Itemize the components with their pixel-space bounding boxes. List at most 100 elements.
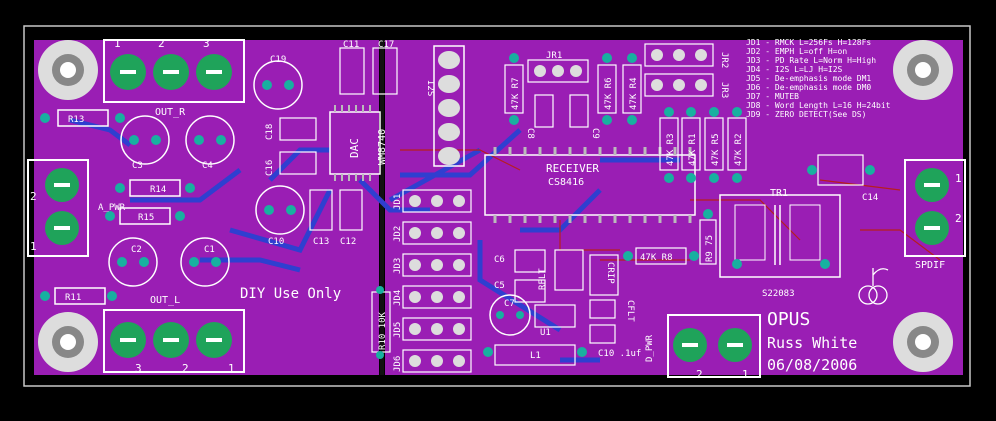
ref-c5: C5 [494,281,505,291]
ref-r7: 47K R7 [511,77,521,110]
ref-c9: C9 [590,128,600,139]
ref-cflt: CFLT [625,300,635,322]
ref-c3: C3 [132,161,143,171]
jumper-note: JD2 - EMPH L=off H=on [746,47,847,56]
jumper-note: JD6 - De-emphasis mode DM0 [746,83,871,92]
ref-jr3: JR3 [719,82,729,98]
ref-r3: 47K R3 [666,133,676,166]
electrolytic-caps [108,60,531,336]
ref-c2: C2 [131,245,142,255]
jumper-note: JD8 - Word Length L=16 H=24bit [746,101,891,110]
ref-c4: C4 [202,161,213,171]
dac-part: WM8740 [377,129,388,165]
out-r-pin-3: 3 [203,37,210,50]
ref-jd4: JD4 [393,290,403,306]
jumper-note: JD7 - MUTEB [746,92,799,101]
terminal-apwr [27,159,89,257]
dac-chip [329,105,381,181]
digital-ground-pour [385,40,963,375]
ref-jd5: JD5 [393,322,403,338]
spdif-pin-2: 2 [955,212,962,225]
out-r-pin-2: 2 [158,37,165,50]
spdif-pin-1: 1 [955,172,962,185]
jd-jumpers [402,189,472,373]
ref-c11: C11 [343,40,359,50]
ref-c10-1uf: C10 .1uf [598,349,641,359]
ref-crip: CRIP [605,262,615,284]
jumper-note: JD3 - PD Rate L=Norm H=High [746,56,876,65]
jumper-note: JD9 - ZERO DETECT(See DS) [746,110,866,119]
terminal-out-l [103,309,245,373]
i2s-header [433,45,465,167]
apwr-pin-1: 1 [30,240,37,253]
ref-c16: C16 [265,160,275,176]
out-l-label: OUT_L [150,295,180,306]
ref-jr1: JR1 [546,51,562,61]
ref-c1: C1 [204,245,215,255]
terminal-spdif [904,159,966,257]
ref-jd6: JD6 [393,356,403,372]
diy-notice: DIY Use Only [240,286,341,302]
jumper-note: JD1 - RMCK L=256Fs H=128Fs [746,38,871,47]
board-outline [23,25,971,387]
out-l-pin-2: 2 [182,362,189,375]
ref-r13: R13 [68,115,84,125]
ref-jd3: JD3 [393,258,403,274]
transformer-label: TR1 [770,188,788,199]
dac-label: DAC [348,138,361,158]
ref-r5: 47K R5 [711,133,721,166]
board-author: Russ White [767,334,857,352]
jr-jumpers [527,43,714,97]
transformer [719,194,841,278]
apwr-pin-2: 2 [30,190,37,203]
ref-r8: 47K R8 [640,253,673,263]
ref-c14: C14 [862,193,878,203]
ref-r4: 47K R4 [629,77,639,110]
ref-r9: R9 75 [705,235,715,262]
terminal-dpwr [667,314,761,378]
ref-c8: C8 [525,128,535,139]
mounting-holes [38,40,953,372]
jumper-notes: JD1 - RMCK L=256Fs H=128Fs JD2 - EMPH L=… [746,38,891,119]
ref-c10: C10 [268,237,284,247]
vias [40,53,875,359]
dpwr-label: D_PWR [645,334,655,362]
jumper-note: JD5 - De-emphasis mode DM1 [746,74,871,83]
jumper-note: JD4 - I2S L=LJ H=I2S [746,65,843,74]
ref-c6: C6 [494,255,505,265]
ref-c19: C19 [270,55,286,65]
ref-i2s: I2S [425,80,435,96]
out-r-pin-1: 1 [114,37,121,50]
ref-c17: C17 [378,40,394,50]
terminal-out-r [103,39,245,103]
cap-pads [117,80,524,319]
out-l-pin-3: 3 [135,362,142,375]
ref-c13: C13 [313,237,329,247]
ref-jr2: JR2 [719,52,729,68]
resistors-47k [504,64,747,265]
ref-u1: U1 [540,328,551,338]
transformer-part: S22083 [762,289,795,299]
ref-r10: R10 10K [378,311,388,350]
resistors-left [54,109,181,305]
ref-r14: R14 [150,185,166,195]
dpwr-pin-1: 1 [742,368,749,381]
out-l-pin-1: 1 [228,362,235,375]
ref-r6: 47K R6 [604,77,614,110]
dpwr-pin-2: 2 [696,368,703,381]
board-date: 06/08/2006 [767,356,857,374]
ref-rflt: RFLT [538,268,548,290]
tree-logo [858,268,889,305]
out-r-label: OUT_R [155,107,186,118]
ref-jd1: JD1 [393,194,403,210]
receiver-label: RECEIVER [546,162,599,175]
spdif-label: SPDIF [915,260,945,271]
ref-r2: 47K R2 [734,133,744,166]
apwr-label: A_PWR [98,203,126,213]
ref-r15: R15 [138,213,154,223]
ref-c7: C7 [504,299,515,309]
board-title: OPUS [767,309,810,330]
ref-l1: L1 [530,351,541,361]
